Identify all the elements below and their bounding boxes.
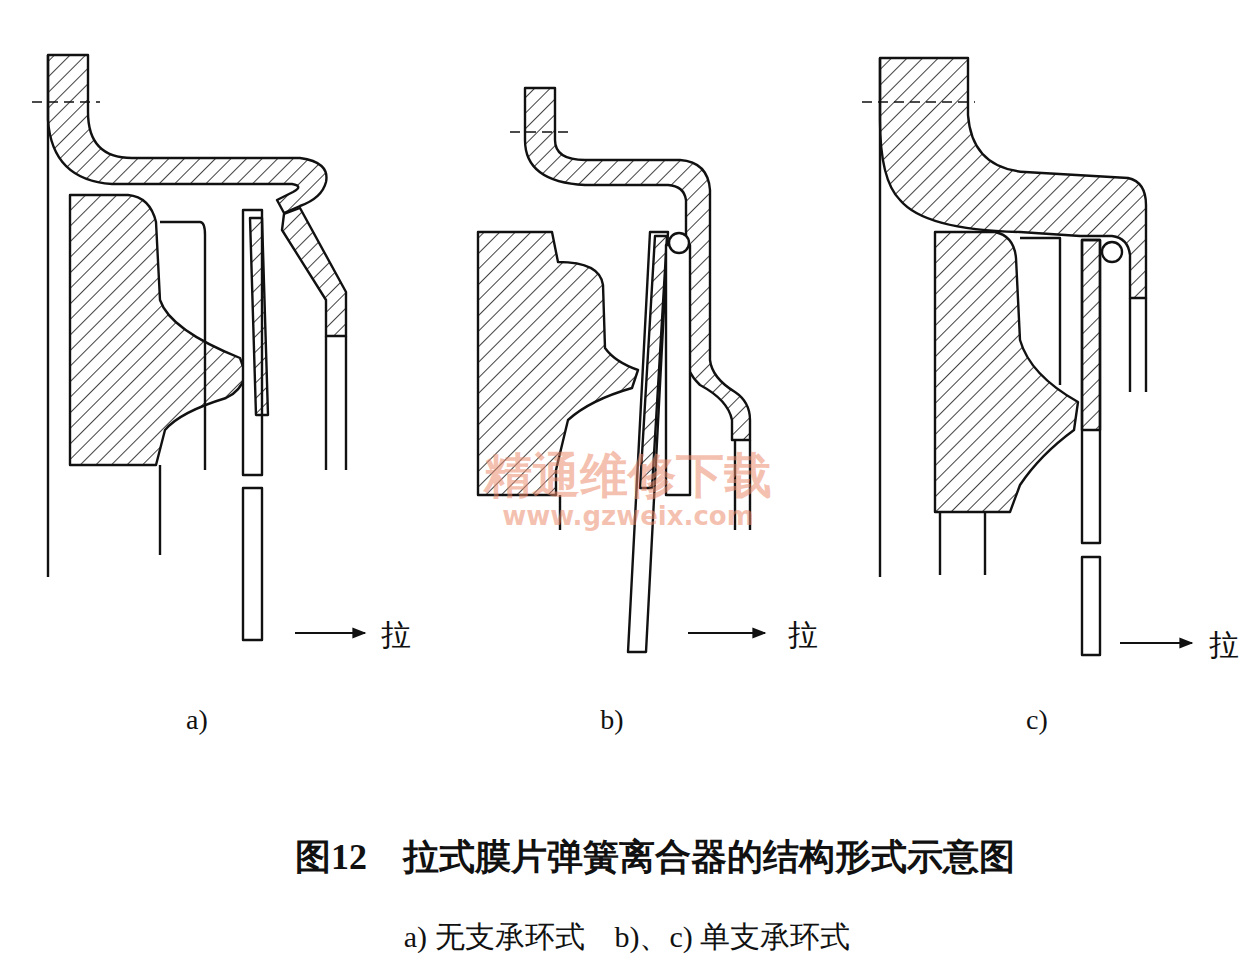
subfigure-caption: a) 无支承环式 b)、c) 单支承环式 [404,920,851,953]
watermark: 精通维修下载 [484,450,772,503]
support-ring [1102,242,1122,262]
figure-caption: 图12 拉式膜片弹簧离合器的结构形式示意图 [295,838,1015,878]
subfigure-label: c) [1026,705,1048,736]
retainer [282,208,346,336]
support-ring [669,233,689,253]
subfigure-label: a) [186,705,208,736]
diaphragm-spring [1082,240,1100,430]
pull-label: 拉 [1209,628,1239,661]
bolt-axis [32,101,100,103]
cover [48,55,326,213]
pull-label: 拉 [788,618,818,651]
diaphragm-spring [250,218,268,415]
watermark: www.gzweix.com [502,502,754,531]
pressure-plate [70,195,246,465]
pull-label: 拉 [381,618,411,651]
pressure-plate [935,232,1078,512]
subfigure-label: b) [600,705,623,736]
